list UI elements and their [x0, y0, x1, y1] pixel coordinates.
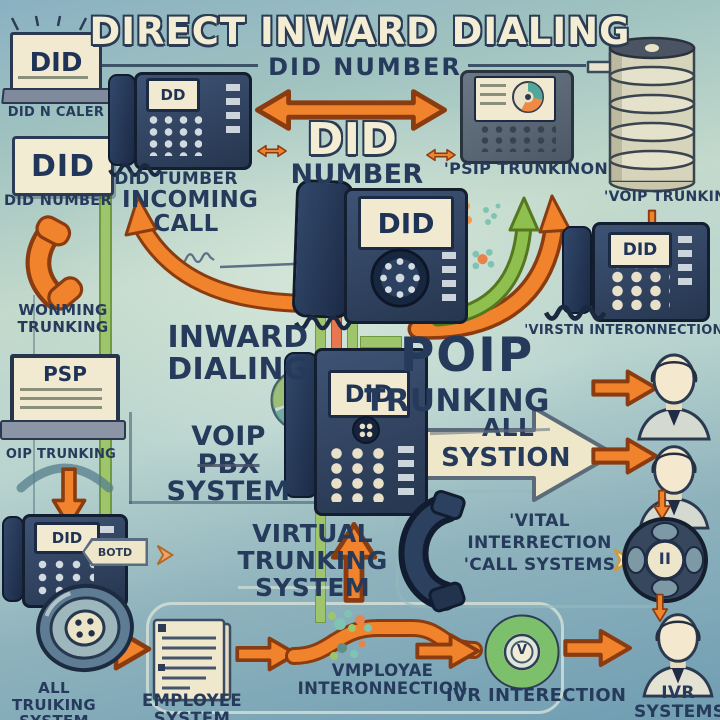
user-avatar-icon [642, 613, 714, 698]
phone-side-buttons [678, 236, 692, 292]
phone-display: DID [608, 232, 672, 268]
botd-tag: BOTD [82, 538, 148, 566]
right-arrow-icon [235, 636, 298, 672]
teal-line-left-edge [33, 295, 35, 585]
right-arrow-icon [591, 437, 658, 475]
number-big-text: NUMBER [290, 159, 424, 190]
page-title: DIRECT INWARD DIALING [89, 10, 631, 53]
did-big-text: DID [306, 114, 398, 165]
right-arrow-icon [563, 628, 632, 668]
block-arrow-text-1: ALL [481, 413, 535, 442]
phone-keypad [606, 268, 670, 310]
incoming-trunking-caption: WONMING TRUNKING [17, 301, 109, 336]
phone-keypad [324, 444, 388, 502]
up-arrow-icon [330, 522, 378, 603]
rotary-dial-icon [36, 583, 134, 673]
phone-star-key [352, 416, 380, 444]
page-subtitle: DID NUMBER [268, 53, 462, 81]
voip-text: VOIP [191, 421, 266, 452]
phone-side-buttons [398, 446, 414, 502]
right-arrow-icon [415, 633, 480, 669]
laptop-screen-doodle [18, 76, 88, 83]
phone-cord [294, 315, 352, 331]
did-tumber-caption: DID TUMBER [114, 169, 238, 189]
psp-laptop-base [0, 420, 126, 440]
green-pipe-hbar [360, 336, 402, 348]
call-trunking-caption: ALL TRUIKING SYSTEM [11, 679, 96, 720]
small-down-arrow-icon [653, 489, 671, 520]
block-arrow-text-2: SYSTION [441, 443, 571, 473]
sparkle-arrow-icon [426, 148, 456, 162]
sparkle-arrow-icon [257, 144, 287, 158]
psp-screen-lines [20, 388, 102, 412]
tag-doodle-arrow [156, 544, 175, 566]
user-avatar-icon [637, 353, 711, 441]
phone-dial [370, 248, 430, 308]
employee-system-caption: EMPLOYEE SYSTEM [141, 691, 243, 720]
psip-trunking-caption: 'PSIP TRUNKINON [443, 159, 609, 178]
phone-handset [2, 516, 24, 602]
right-arrow-icon [591, 369, 658, 407]
inward-dialing-text: INWARD DIALING [167, 320, 309, 388]
voip-trunking-left-caption: OIP TRUNKING [5, 447, 117, 462]
poip-text: POIP [399, 328, 535, 383]
small-down-arrow-icon [651, 593, 669, 622]
orange-handset-icon [25, 215, 84, 311]
phone-keypad [144, 112, 202, 156]
ivr-pie-icon [484, 614, 560, 690]
phone-side-buttons [226, 84, 240, 134]
teal-line-vertical [129, 412, 132, 504]
server-stack-icon [608, 36, 696, 193]
interconnection-caption: VMPLOYAE INTERONNECTION [297, 661, 468, 699]
trace-rect-bottom [146, 602, 564, 714]
trace-h-small [238, 586, 330, 589]
phone-display: DID [328, 370, 410, 418]
ivr-pie-label: V [516, 643, 528, 658]
virtual-trunking-text: VIRTUAL TRUNKING SYSTEM [237, 519, 388, 602]
orange-curved-arrow [407, 194, 572, 340]
phone-handset [562, 226, 592, 314]
screen-pie-icon [512, 81, 544, 113]
voip-trunking-right-caption: 'VOIP TRUNKING [604, 189, 720, 205]
did-sign-caption: DID NUMBER [4, 193, 112, 209]
phone-display: DID [358, 196, 454, 250]
teal-line-horizontal [129, 501, 321, 504]
flower-doodle [328, 610, 372, 660]
down-arrow-icon [51, 467, 87, 528]
wheel-label: II [658, 549, 672, 568]
laptop-screen: DID [10, 32, 102, 94]
phone-display: DD [146, 78, 200, 112]
phone-cord [108, 163, 162, 177]
dark-handset-icon [398, 489, 466, 613]
phone-side-buttons [442, 252, 456, 308]
laptop-base [1, 88, 113, 104]
dial-wheel-icon [622, 517, 708, 603]
phone-cord [543, 304, 607, 321]
virstn-caption: 'VIRSTN INTERONNECTION [524, 323, 720, 338]
botd-tag-text: BOTD [84, 540, 146, 564]
employee-document-icon [152, 618, 232, 702]
laptop-caption: DID N CALER [7, 105, 105, 120]
top-connector-line-left [96, 64, 258, 67]
incoming-call-text: INCOMING CALL [122, 187, 259, 238]
vital-interrection-text: 'VITAL INTERRECTION 'CALL SYSTEMS [463, 511, 616, 576]
trunking-text: TRUNKING [364, 383, 550, 419]
ivr-interection-caption: IVR INTERECTION [446, 685, 627, 706]
ivr-systems-caption: IVR SYSTEMS [634, 683, 720, 720]
screen-gauge-lines [480, 84, 506, 110]
phone-keypad [476, 122, 556, 152]
phone-handset [284, 352, 318, 498]
double-arrow-icon [254, 89, 447, 131]
pbx-text: PBX [197, 449, 260, 480]
top-connector-line-right [468, 64, 586, 67]
did-sign: DID [12, 136, 114, 196]
phone-handset [108, 74, 136, 166]
system-text: SYSTEM [166, 476, 291, 507]
rays-icon [10, 15, 88, 31]
